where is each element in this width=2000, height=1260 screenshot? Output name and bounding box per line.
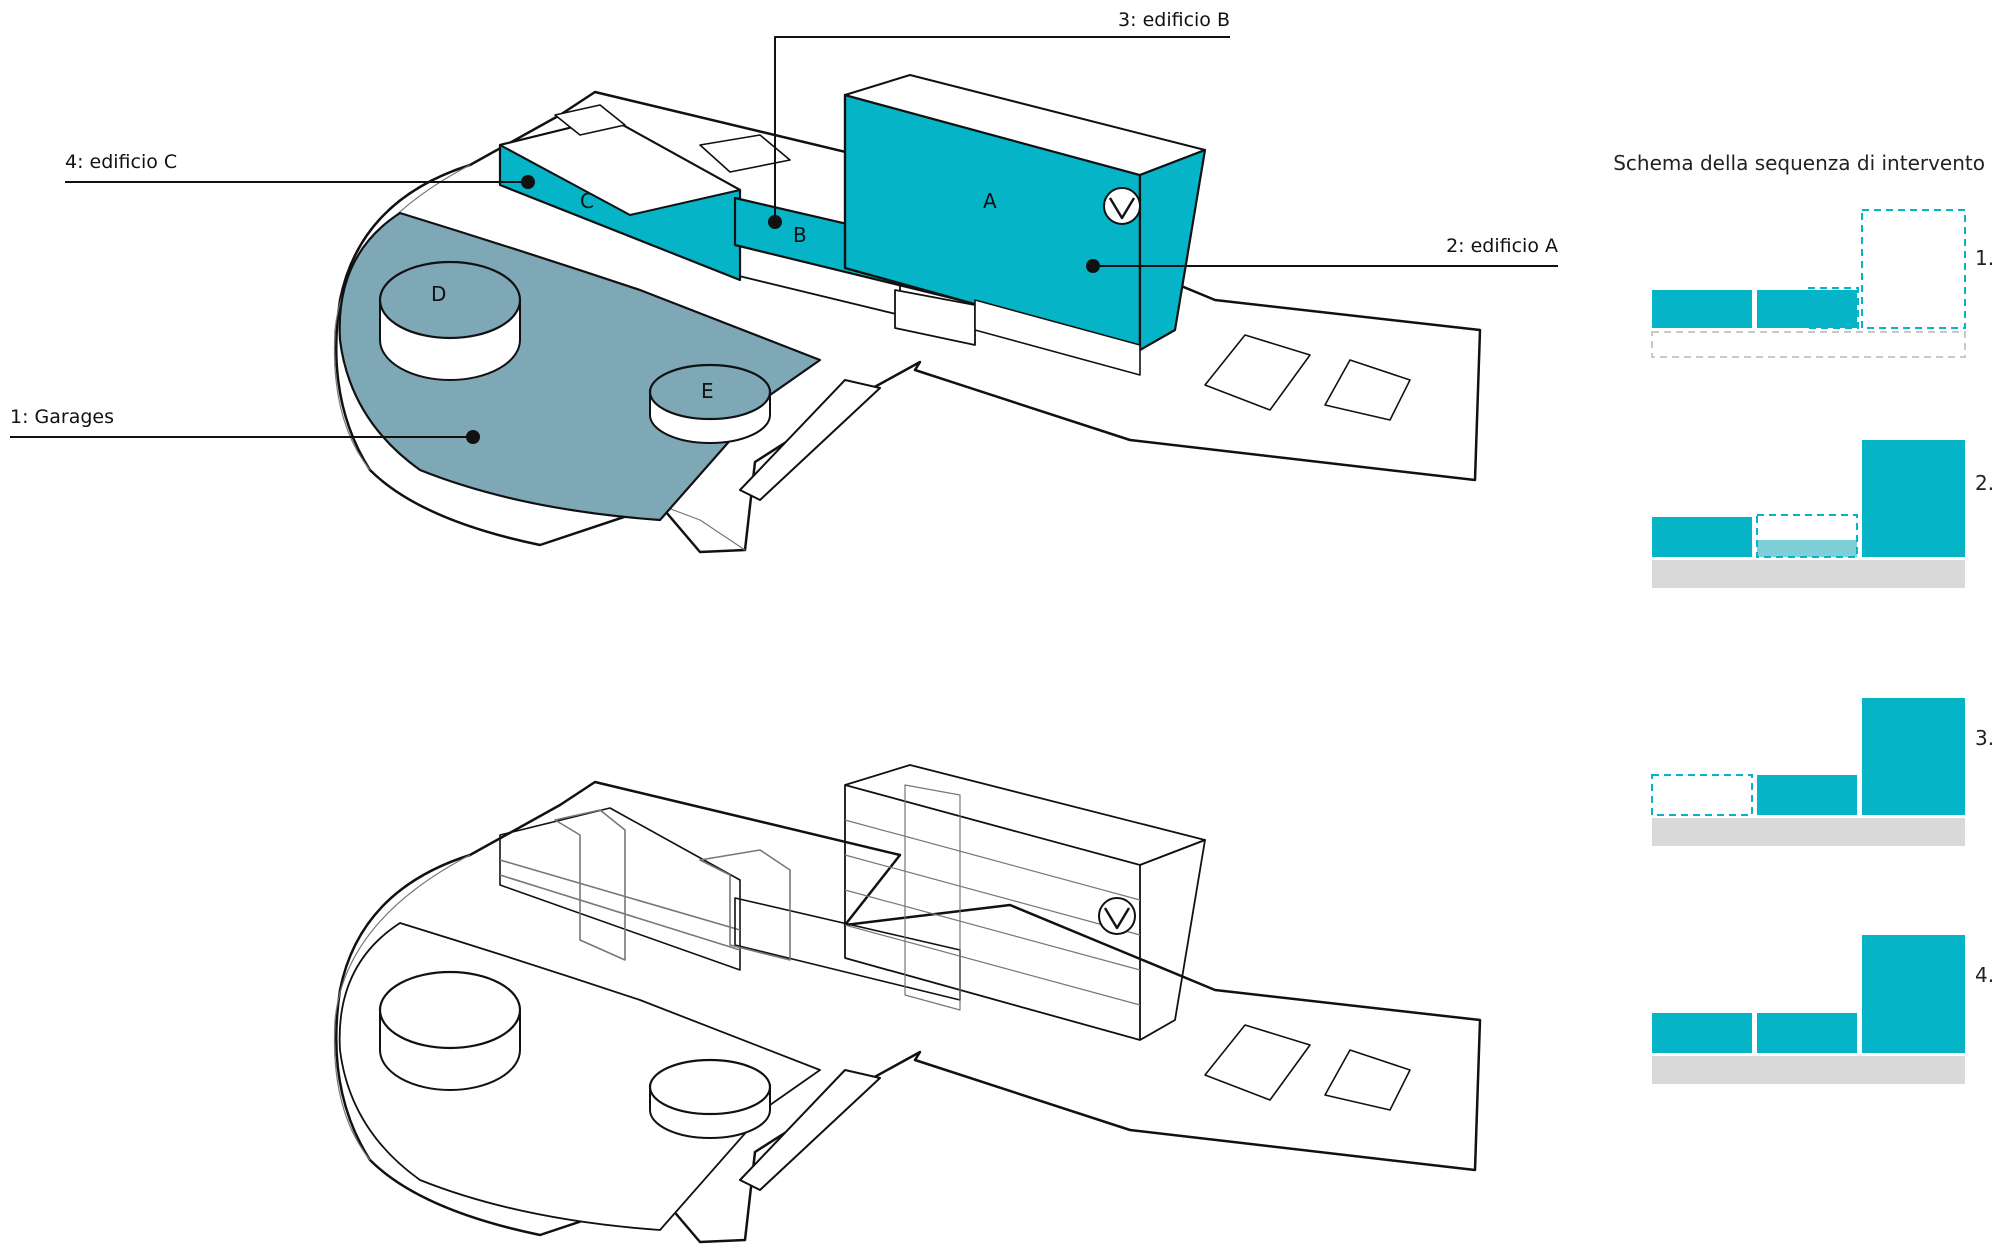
shelter-1-bottom [1204,1024,1311,1101]
label-edificio-a: 2: edificio A [1446,235,1558,257]
schema-step-3-label: 3. [1975,726,1994,750]
label-edificio-c: 4: edificio C [65,151,177,173]
site-ramp-bottom [739,1069,881,1191]
schema-step-2: 2. [1652,440,1994,588]
leader-garages [10,430,480,444]
site-inner-edge-bottom [333,854,471,1161]
building-c [498,104,742,282]
shelter-2 [1324,359,1411,421]
label-edificio-b: 3: edificio B [1118,9,1230,31]
shelter-1 [1204,334,1311,411]
drum-d-bottom [378,970,522,1091]
site-walkway [659,504,746,551]
wireframe-building-c [499,807,741,971]
wireframe-building-a [844,764,1206,1041]
site-ramp [739,379,881,501]
volume-letter-b: B [793,223,807,247]
volume-letter-a: A [983,189,997,213]
drum-e-bottom [648,1058,772,1139]
site-inner-edge [333,164,471,471]
volume-letter-c: C [580,189,594,213]
schema-step-2-label: 2. [1975,471,1994,495]
volume-letter-d: D [431,282,446,306]
label-garages: 1: Garages [10,406,114,428]
building-a [843,74,1207,376]
volume-letter-e: E [701,379,714,403]
plinth-block-2 [894,289,976,346]
schema-step-1: 1. [1651,209,1994,358]
schema-step-4-label: 4. [1975,963,1994,987]
v-logo-icon-bottom [1098,897,1136,935]
drum-d [378,260,522,381]
intervention-sequence-schema: Schema della sequenza di intervento 1. 2… [1613,151,1994,1084]
bottom-axonometric-view [333,764,1482,1244]
schema-title: Schema della sequenza di intervento [1613,151,1985,175]
leader-edificio-a [1086,259,1558,273]
schema-step-3: 3. [1651,698,1994,846]
shelter-2-bottom [1324,1049,1411,1111]
v-logo-icon [1103,187,1141,225]
schema-step-4: 4. [1652,935,1994,1084]
drum-e [648,363,772,444]
leader-edificio-c [65,175,535,189]
schema-step-1-label: 1. [1975,246,1994,270]
top-axonometric-view: A B C D E 3: edificio B 4: edificio C 2:… [10,9,1558,554]
leader-edificio-b [768,36,1230,229]
